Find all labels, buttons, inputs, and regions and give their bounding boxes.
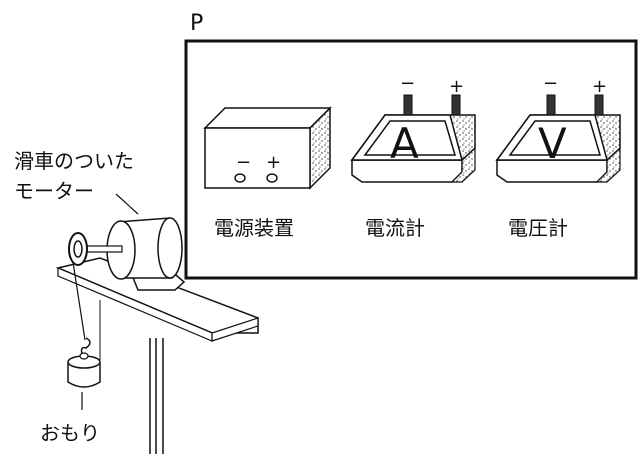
motor-label-line2: モーター (14, 179, 94, 203)
power-plus-label: + (266, 152, 281, 173)
ammeter-face-letter: A (390, 119, 419, 168)
power-supply: − + (203, 106, 332, 190)
weight (67, 352, 101, 388)
voltmeter: V − + (495, 73, 621, 183)
ammeter-label: 電流計 (365, 216, 425, 240)
power-minus-label: − (236, 152, 251, 173)
box-p (184, 39, 638, 280)
pulley (68, 232, 88, 266)
voltmeter-minus-terminal (546, 94, 556, 116)
ammeter-minus-label: − (400, 73, 415, 94)
ammeter-minus-terminal (403, 94, 413, 116)
voltmeter-face-letter: V (538, 119, 567, 168)
box-label: P (190, 11, 203, 36)
voltmeter-minus-label: − (543, 73, 558, 94)
motor (79, 217, 186, 291)
power-minus-terminal (234, 173, 246, 183)
ammeter-plus-terminal (451, 94, 461, 116)
voltmeter-label: 電圧計 (508, 216, 568, 240)
ammeter: A − + (350, 73, 476, 183)
power-plus-terminal (266, 173, 278, 183)
table (55, 257, 259, 454)
weight-label: おもり (40, 421, 100, 445)
string (72, 261, 86, 341)
power-supply-label: 電源装置 (214, 216, 294, 240)
motor-label-line1: 滑車のついた (14, 149, 134, 173)
voltmeter-plus-terminal (594, 94, 604, 116)
voltmeter-plus-label: + (592, 76, 607, 97)
ammeter-plus-label: + (449, 76, 464, 97)
hook (80, 337, 91, 355)
motor-leader-line (115, 193, 139, 215)
